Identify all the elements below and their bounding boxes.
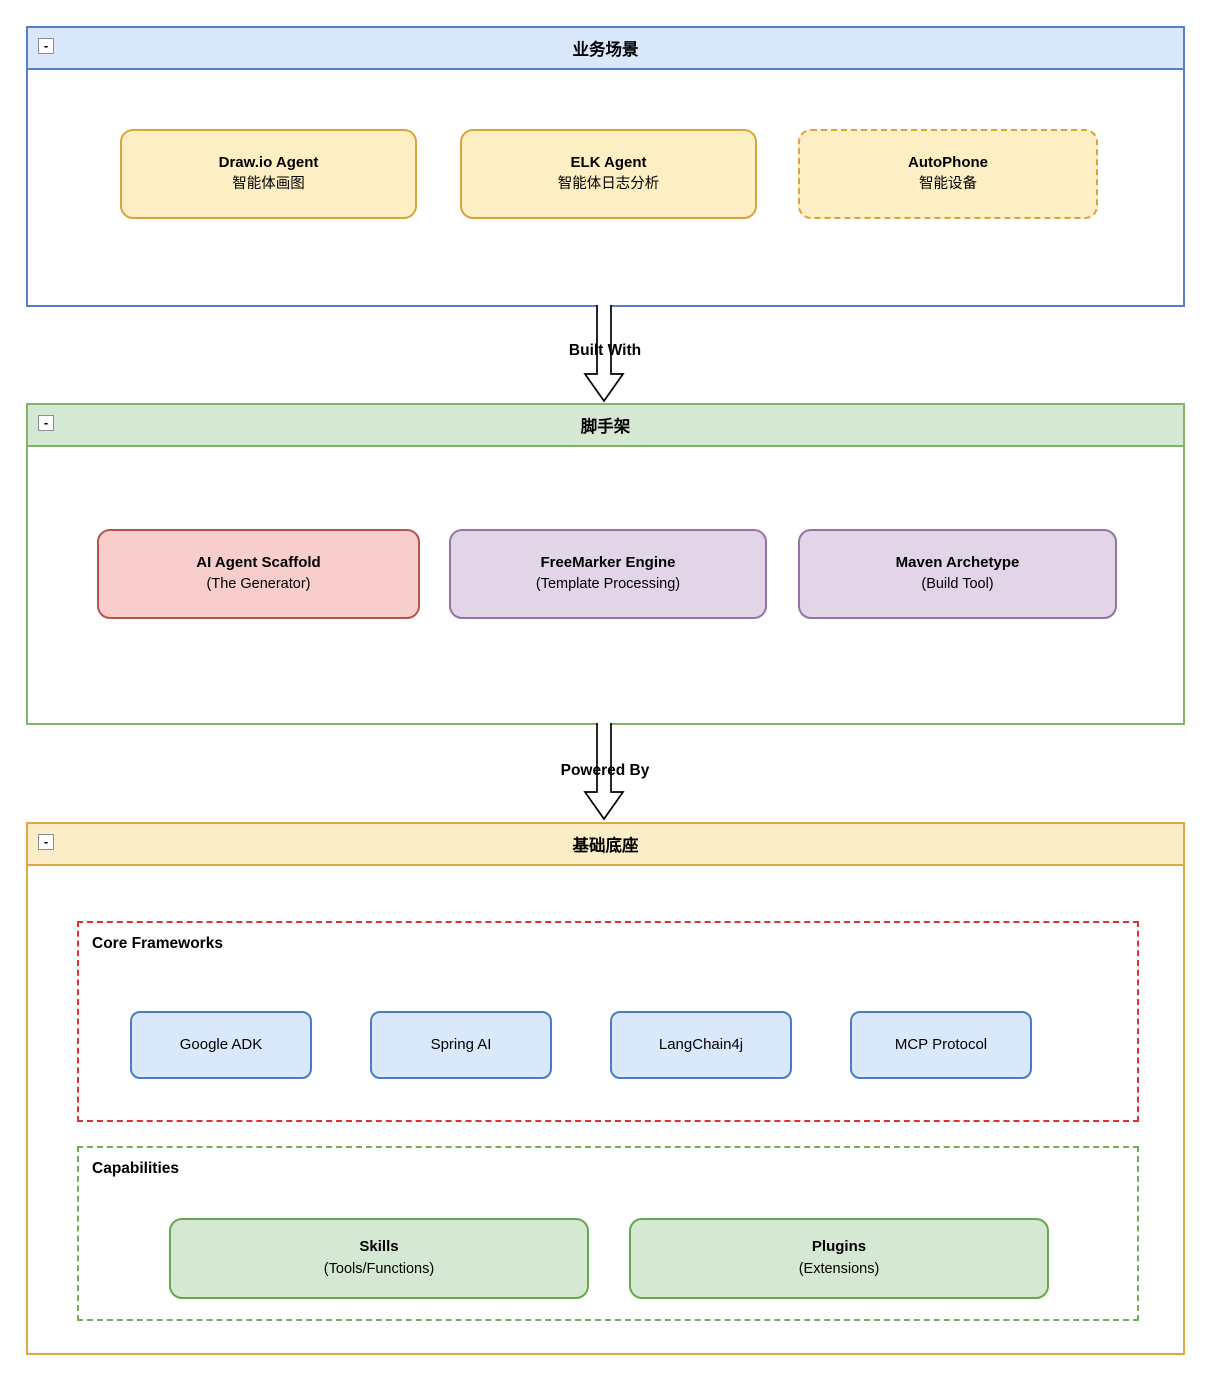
node-title: AutoPhone bbox=[908, 153, 988, 171]
capabilities-group[interactable]: Capabilities Skills (Tools/Functions) Pl… bbox=[77, 1146, 1139, 1321]
node-title: Spring AI bbox=[430, 1035, 492, 1053]
node-title: Maven Archetype bbox=[895, 553, 1020, 571]
node-subtitle: (Tools/Functions) bbox=[323, 1260, 435, 1277]
node-drawio-agent[interactable]: Draw.io Agent 智能体画图 bbox=[120, 129, 417, 219]
node-plugins[interactable]: Plugins (Extensions) bbox=[629, 1218, 1049, 1299]
node-subtitle: (Template Processing) bbox=[535, 576, 681, 593]
arrow-built-with[interactable] bbox=[582, 305, 626, 403]
container-business-header: 业务场景 bbox=[28, 28, 1183, 70]
container-foundation-title: 基础底座 bbox=[572, 837, 639, 855]
collapse-toggle[interactable]: - bbox=[38, 415, 54, 431]
node-title: LangChain4j bbox=[658, 1035, 744, 1053]
core-frameworks-label: Core Frameworks bbox=[92, 935, 223, 952]
container-scaffold[interactable]: - 脚手架 AI Agent Scaffold (The Generator) … bbox=[26, 403, 1185, 725]
node-mcp-protocol[interactable]: MCP Protocol bbox=[850, 1011, 1032, 1079]
container-foundation[interactable]: - 基础底座 Core Frameworks Google ADK Spring… bbox=[26, 822, 1185, 1355]
node-skills[interactable]: Skills (Tools/Functions) bbox=[169, 1218, 589, 1299]
node-subtitle: 智能体日志分析 bbox=[557, 176, 660, 193]
arrow-powered-by-label: Powered By bbox=[560, 762, 650, 779]
capabilities-label: Capabilities bbox=[92, 1160, 179, 1177]
node-ai-agent-scaffold[interactable]: AI Agent Scaffold (The Generator) bbox=[97, 529, 420, 619]
node-subtitle: (The Generator) bbox=[206, 576, 311, 593]
node-title: ELK Agent bbox=[570, 153, 647, 171]
core-frameworks-group[interactable]: Core Frameworks Google ADK Spring AI Lan… bbox=[77, 921, 1139, 1122]
node-subtitle: (Build Tool) bbox=[921, 576, 994, 593]
node-subtitle: 智能设备 bbox=[919, 176, 977, 193]
node-title: Google ADK bbox=[179, 1035, 263, 1053]
container-business-scenarios[interactable]: - 业务场景 Draw.io Agent 智能体画图 ELK Agent 智能体… bbox=[26, 26, 1185, 307]
node-freemarker-engine[interactable]: FreeMarker Engine (Template Processing) bbox=[449, 529, 767, 619]
collapse-toggle[interactable]: - bbox=[38, 38, 54, 54]
node-title: Skills bbox=[359, 1238, 399, 1256]
node-title: AI Agent Scaffold bbox=[196, 553, 321, 571]
node-google-adk[interactable]: Google ADK bbox=[130, 1011, 312, 1079]
node-title: MCP Protocol bbox=[894, 1035, 988, 1053]
arrow-built-with-label: Built With bbox=[568, 342, 642, 359]
node-title: Draw.io Agent bbox=[218, 153, 319, 171]
node-title: FreeMarker Engine bbox=[540, 553, 676, 571]
node-subtitle: (Extensions) bbox=[798, 1260, 880, 1277]
node-langchain4j[interactable]: LangChain4j bbox=[610, 1011, 792, 1079]
node-title: Plugins bbox=[811, 1238, 867, 1256]
collapse-toggle[interactable]: - bbox=[38, 834, 54, 850]
container-scaffold-header: 脚手架 bbox=[28, 405, 1183, 447]
container-business-title: 业务场景 bbox=[572, 41, 639, 59]
node-subtitle: 智能体画图 bbox=[232, 176, 305, 193]
node-spring-ai[interactable]: Spring AI bbox=[370, 1011, 552, 1079]
node-autophone[interactable]: AutoPhone 智能设备 bbox=[798, 129, 1098, 219]
container-scaffold-title: 脚手架 bbox=[580, 418, 631, 436]
node-elk-agent[interactable]: ELK Agent 智能体日志分析 bbox=[460, 129, 757, 219]
node-maven-archetype[interactable]: Maven Archetype (Build Tool) bbox=[798, 529, 1117, 619]
container-foundation-header: 基础底座 bbox=[28, 824, 1183, 866]
arrow-powered-by[interactable] bbox=[582, 723, 626, 821]
